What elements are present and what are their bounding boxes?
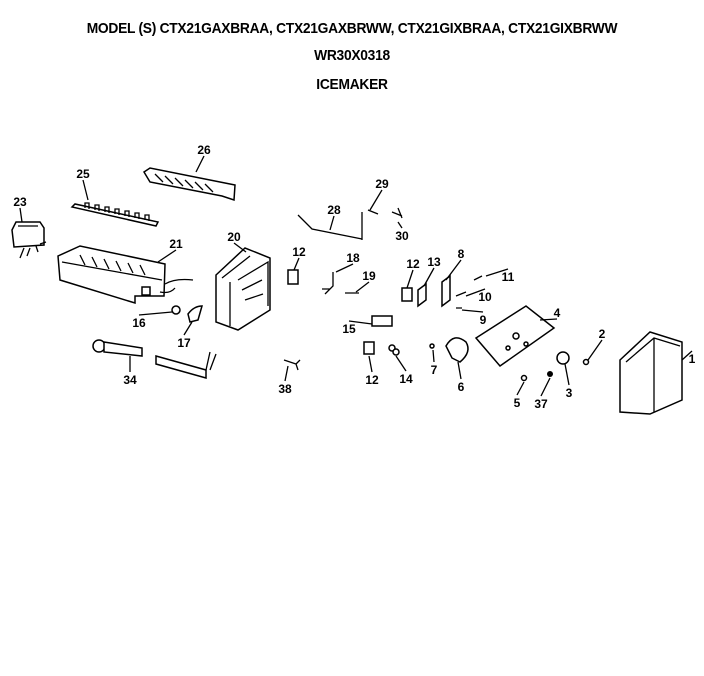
callout-14: 14 bbox=[399, 372, 413, 386]
callout-19: 19 bbox=[362, 269, 376, 283]
leader-line-3 bbox=[564, 363, 570, 386]
leader-line-13 bbox=[423, 267, 435, 287]
callout-37: 37 bbox=[534, 397, 548, 411]
callout-18: 18 bbox=[346, 251, 360, 265]
callout-25: 25 bbox=[76, 167, 90, 181]
leader-line-20 bbox=[233, 242, 247, 253]
part-15-valve bbox=[371, 315, 393, 327]
leader-line-12 bbox=[293, 257, 300, 271]
part-12-switch bbox=[363, 341, 375, 355]
callout-2: 2 bbox=[599, 327, 606, 341]
part-number: WR30X0318 bbox=[314, 47, 390, 64]
callout-6: 6 bbox=[458, 380, 465, 394]
leader-line-6 bbox=[457, 361, 462, 380]
leader-line-12 bbox=[368, 355, 373, 373]
part-34-fill-tube bbox=[92, 339, 143, 357]
part-harness bbox=[155, 355, 207, 379]
diagram-subtitle: ICEMAKER bbox=[316, 76, 388, 93]
callout-12: 12 bbox=[406, 257, 420, 271]
leader-line-14 bbox=[395, 355, 407, 372]
leader-line-15 bbox=[348, 320, 373, 325]
callout-30: 30 bbox=[395, 229, 409, 243]
part-12-switch bbox=[287, 269, 299, 285]
callout-23: 23 bbox=[13, 195, 27, 209]
callout-7: 7 bbox=[431, 363, 438, 377]
part-8-bracket bbox=[441, 274, 451, 308]
leader-line-5 bbox=[516, 381, 525, 396]
leader-line-38 bbox=[284, 365, 289, 382]
leader-line-25 bbox=[82, 179, 89, 201]
leader-line-11 bbox=[485, 268, 509, 277]
callout-17: 17 bbox=[177, 336, 191, 350]
callout-13: 13 bbox=[427, 255, 441, 269]
part-13-plate bbox=[417, 282, 427, 308]
leader-line-19 bbox=[355, 281, 370, 293]
part-28-feeler-arm bbox=[297, 207, 403, 240]
part-3-gear bbox=[556, 351, 570, 365]
part-12-switch bbox=[401, 287, 413, 302]
callout-8: 8 bbox=[458, 247, 465, 261]
callout-34: 34 bbox=[123, 373, 137, 387]
leader-line-37 bbox=[540, 377, 551, 397]
callout-15: 15 bbox=[342, 322, 356, 336]
leader-line-2 bbox=[587, 339, 603, 361]
part-1-cover bbox=[619, 331, 683, 415]
leader-line-10 bbox=[465, 288, 486, 297]
screws bbox=[455, 275, 483, 309]
callout-38: 38 bbox=[278, 382, 292, 396]
part-25-ejector bbox=[70, 202, 160, 227]
part-38-clip bbox=[283, 359, 301, 371]
callout-3: 3 bbox=[566, 386, 573, 400]
callout-4: 4 bbox=[554, 306, 561, 320]
leader-line-28 bbox=[329, 215, 335, 231]
part-17-gasket bbox=[187, 305, 203, 323]
callout-12: 12 bbox=[292, 245, 306, 259]
callout-20: 20 bbox=[227, 230, 241, 244]
callout-5: 5 bbox=[514, 396, 521, 410]
diagram-title: MODEL (S) CTX21GAXBRAA, CTX21GAXBRWW, CT… bbox=[86, 20, 618, 37]
leader-line-4 bbox=[539, 318, 558, 321]
leader-line-21 bbox=[157, 249, 177, 263]
leader-line-12 bbox=[406, 269, 414, 289]
callout-12: 12 bbox=[365, 373, 379, 387]
leader-line-9 bbox=[461, 309, 484, 313]
leader-line-18 bbox=[335, 263, 354, 273]
part-20-housing bbox=[215, 247, 271, 331]
leader-line-17 bbox=[183, 321, 193, 336]
callout-1: 1 bbox=[689, 352, 696, 366]
callout-29: 29 bbox=[375, 177, 389, 191]
leader-line-1 bbox=[681, 350, 693, 361]
leader-line-8 bbox=[445, 259, 462, 281]
leader-line-23 bbox=[19, 207, 23, 223]
leader-line-7 bbox=[432, 349, 435, 363]
leader-line-29 bbox=[369, 189, 383, 211]
callout-11: 11 bbox=[502, 270, 515, 284]
callout-16: 16 bbox=[132, 316, 146, 330]
part-23-bracket bbox=[11, 221, 47, 259]
leader-line-30 bbox=[397, 221, 403, 229]
callout-9: 9 bbox=[480, 313, 487, 327]
part-21-icemaker bbox=[57, 245, 194, 305]
callout-26: 26 bbox=[197, 143, 211, 157]
leader-line-26 bbox=[195, 155, 205, 173]
callout-10: 10 bbox=[478, 290, 492, 304]
callout-28: 28 bbox=[327, 203, 341, 217]
part-26-cover bbox=[142, 167, 236, 202]
part-6-motor bbox=[445, 337, 469, 363]
leader-line-16 bbox=[138, 311, 173, 316]
part-18-lever bbox=[322, 272, 359, 295]
callout-21: 21 bbox=[169, 237, 183, 251]
